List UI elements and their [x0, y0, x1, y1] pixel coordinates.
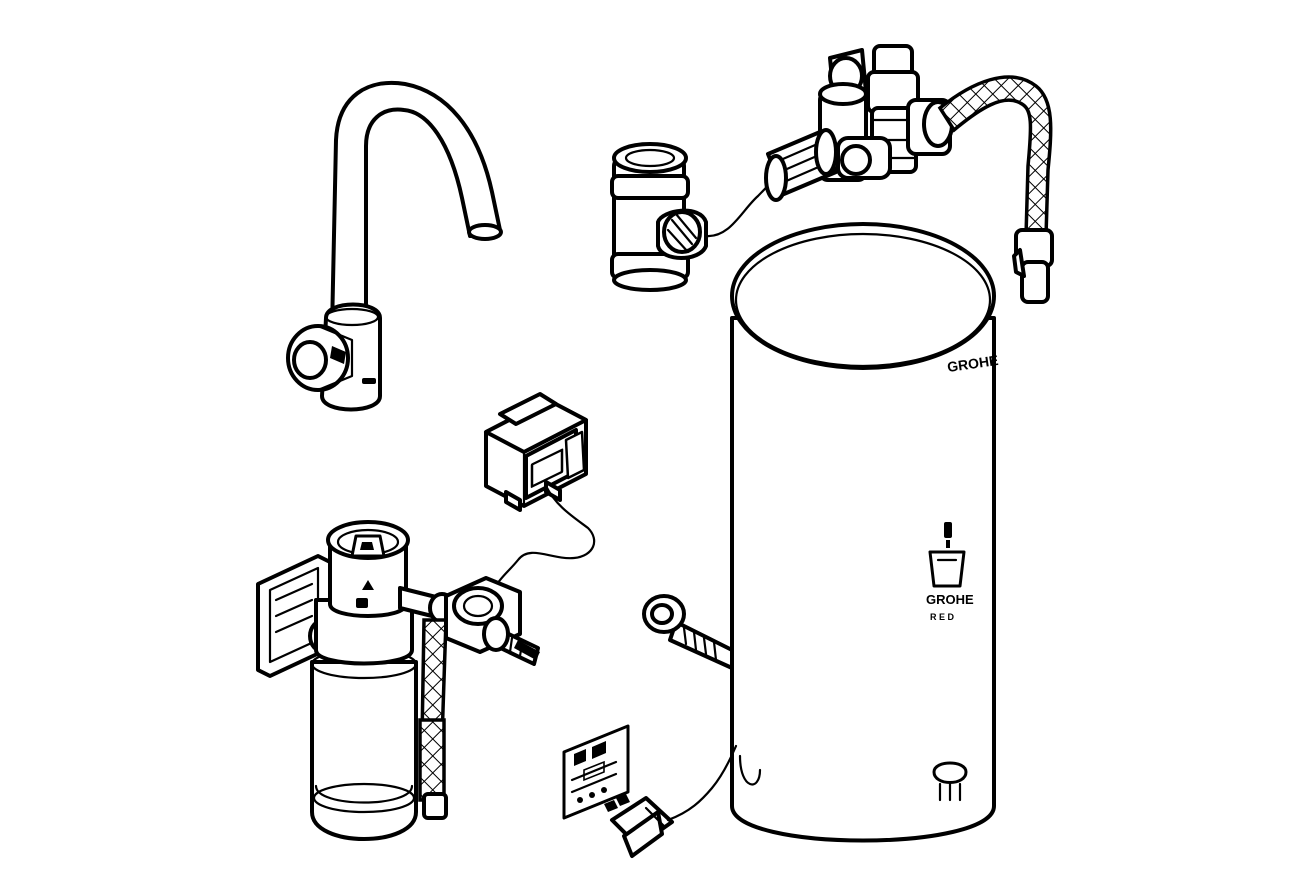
- tank-emblem-sublabel: R E D: [930, 612, 955, 622]
- safety-valve-group: [764, 44, 1054, 304]
- cup-icon: [928, 522, 966, 588]
- t-connector: [610, 142, 782, 292]
- control-unit: [484, 392, 596, 588]
- instruction-label: [562, 724, 630, 820]
- tank-inlet-fitting: [642, 594, 734, 670]
- boiler-tank: GROHE GROHE R E D: [642, 222, 999, 843]
- tank-brand-label: GROHE: [946, 352, 999, 375]
- filter-head: [256, 520, 456, 841]
- flow-meter: [444, 576, 540, 666]
- plug-icon: [604, 744, 738, 858]
- grohe-logo-icon: [932, 761, 968, 802]
- tank-emblem-label: GROHE: [926, 592, 974, 607]
- kitchen-faucet: [286, 80, 503, 412]
